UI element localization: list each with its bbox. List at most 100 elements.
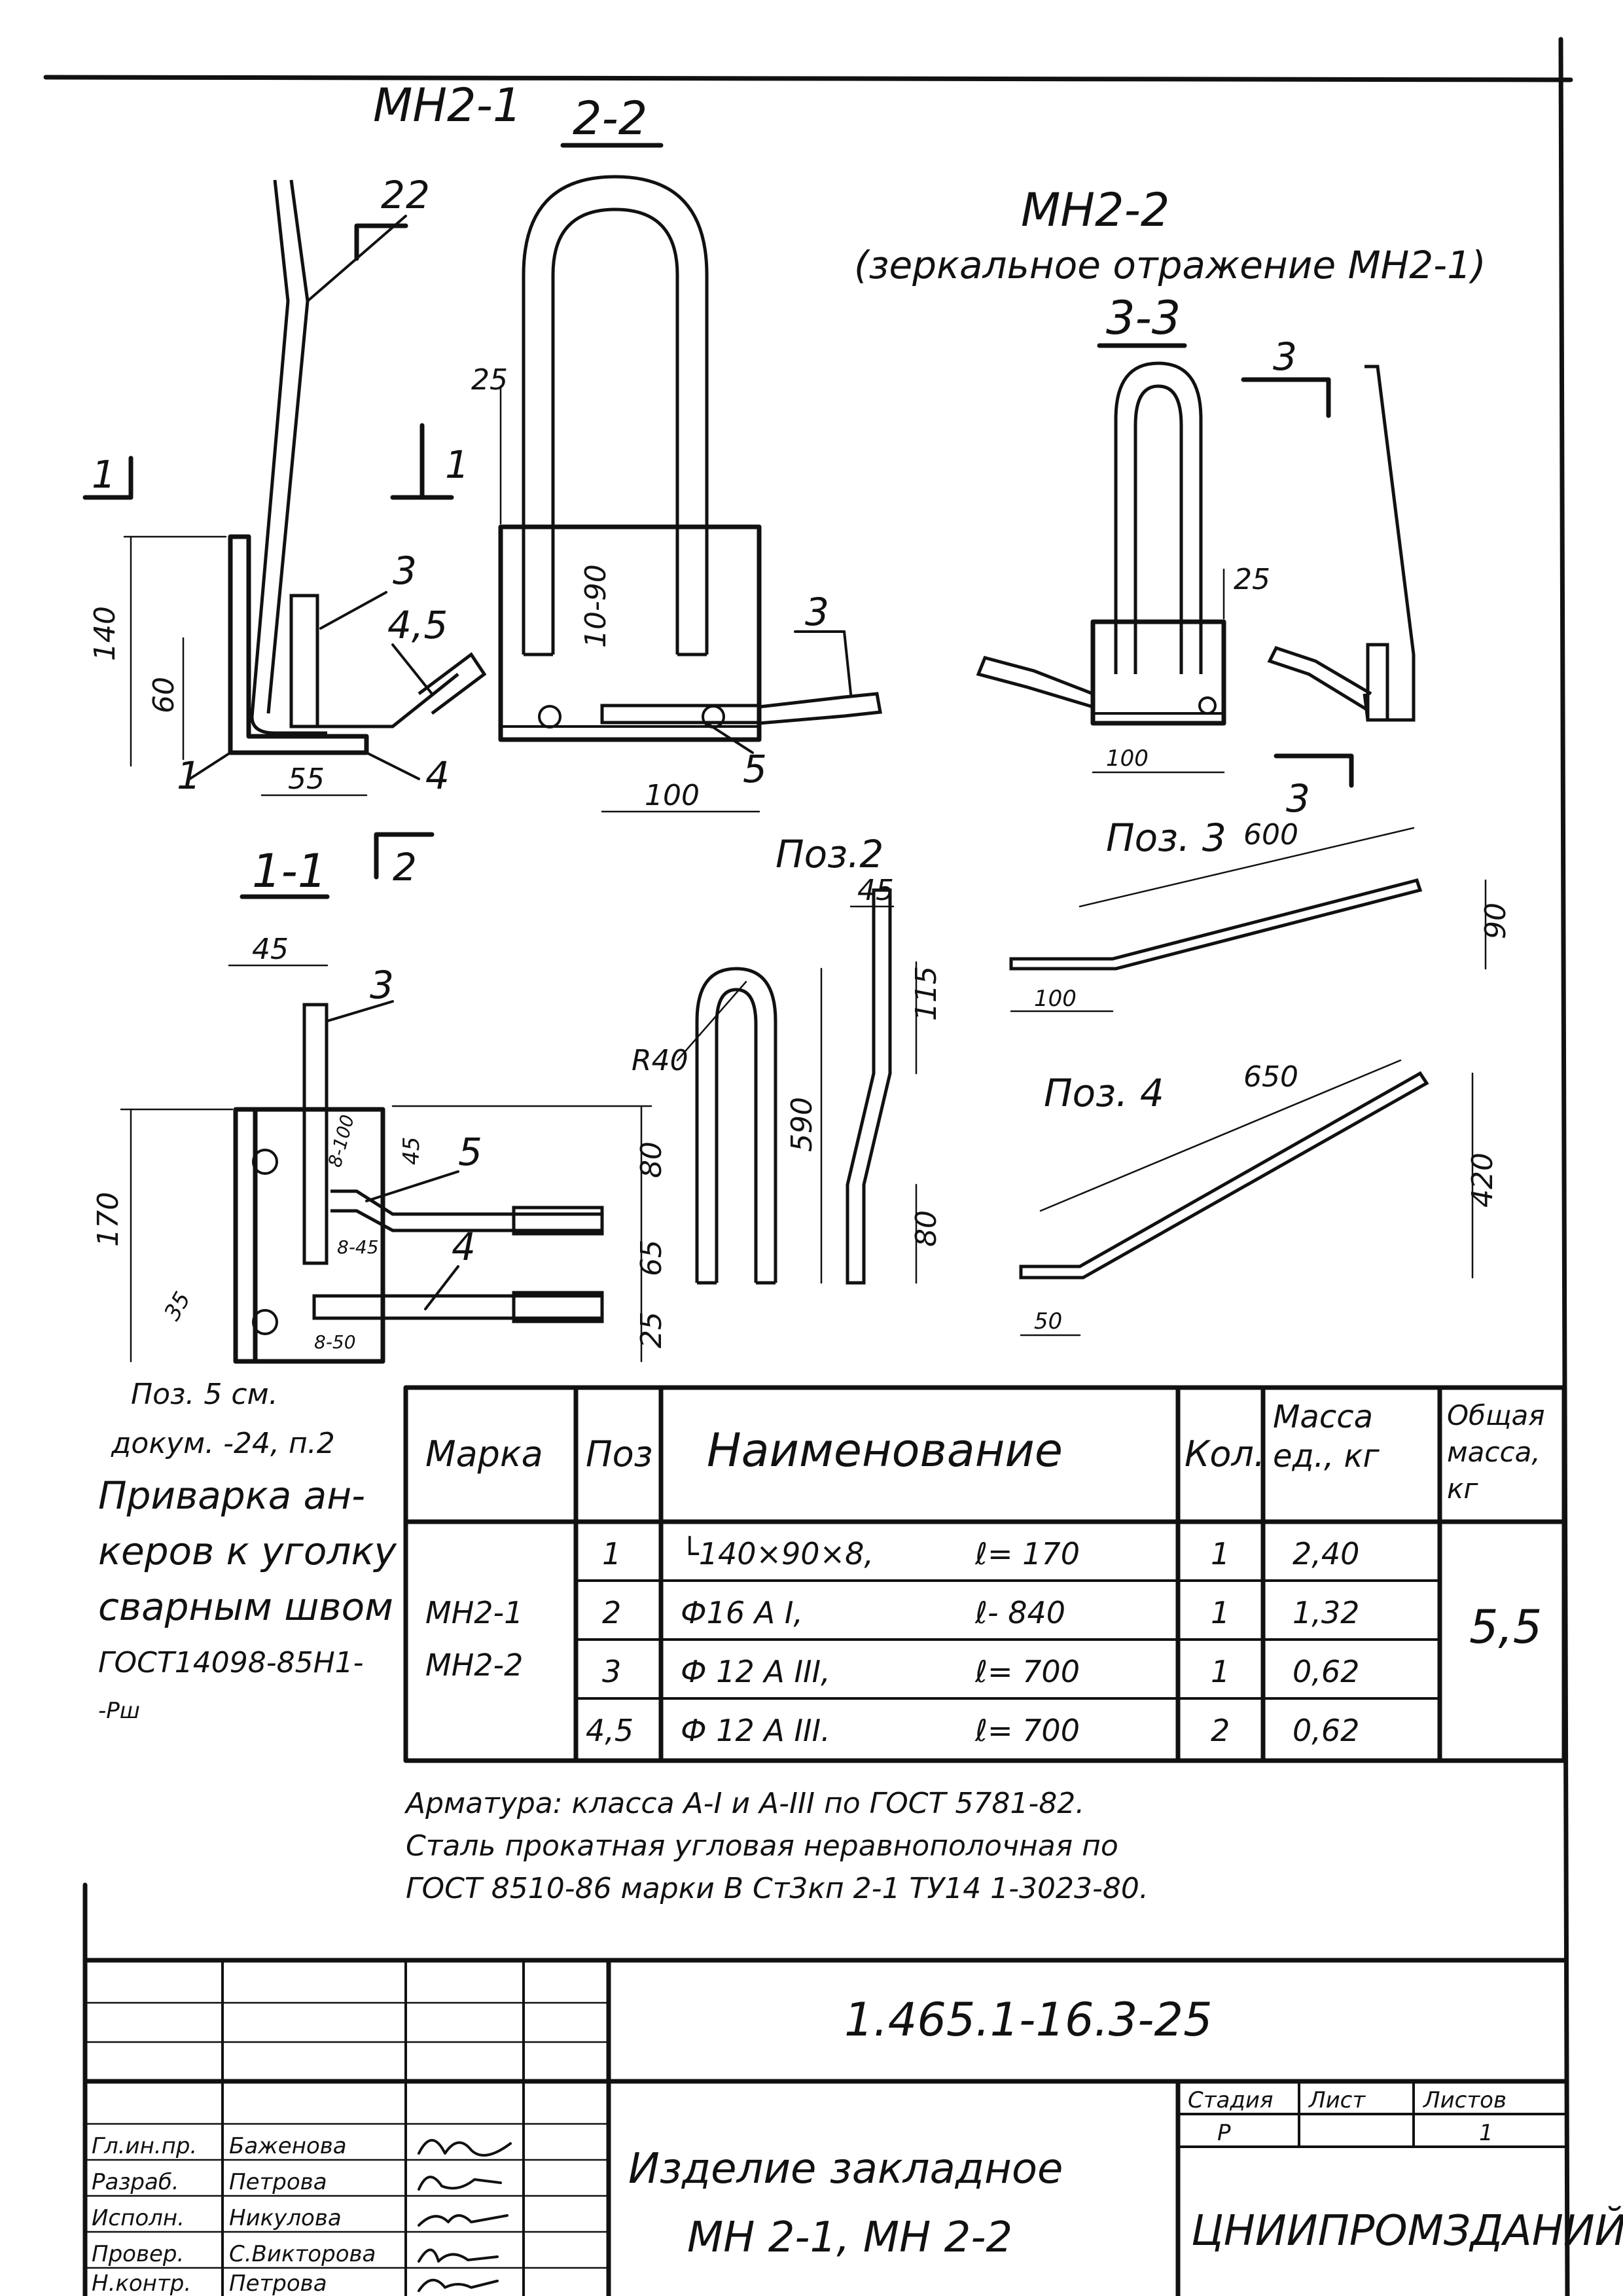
ubar-inner (551, 207, 679, 655)
cut-3-top (1241, 377, 1331, 418)
stage-label: Стадия (1188, 2087, 1273, 2113)
dim-80a: 80 (635, 1141, 668, 1178)
poz4-part (1019, 1071, 1429, 1280)
leader-4 (365, 751, 420, 780)
leader-5-1-1 (365, 1170, 459, 1202)
th-mass-unit-box: Масса ед., кг (1273, 1399, 1380, 1475)
dim-650: 650 (1243, 1060, 1298, 1094)
dim-55: 55 (288, 762, 325, 796)
name-1: Баженова (229, 2133, 347, 2159)
row-4-pos: 4,5 (586, 1713, 633, 1748)
poz2-label: Поз.2 (776, 832, 883, 876)
role-5: Н.контр. (92, 2270, 191, 2296)
drawing-code: 1.465.1-16.3-25 (844, 1993, 1213, 2047)
poz2-outer (695, 967, 777, 1283)
note-line-1: Арматура: класса А-I и А-III по ГОСТ 578… (404, 1787, 1084, 1820)
callout-5-1-1: 5 (458, 1130, 482, 1174)
role-4: Провер. (92, 2241, 184, 2267)
table-row: 3 Ф 12 А III, ℓ= 700 1 0,62 (602, 1654, 1359, 1689)
mn2-2-title: МН2-2 (1021, 183, 1169, 237)
cut-1-left-label: 1 (92, 452, 116, 497)
pos4-end (512, 1291, 604, 1323)
cut-1-left (82, 456, 134, 500)
callout-45: 4,5 (387, 603, 448, 647)
role-1: Гл.ин.пр. (92, 2133, 197, 2159)
title-block (82, 1958, 1567, 2296)
item-name-1: Изделие закладное (628, 2145, 1063, 2193)
side-note-line-4: керов к уголку (98, 1529, 397, 1573)
organization: ЦНИИПРОМЗДАНИЙ (1191, 2206, 1623, 2255)
section-2-2-title: 2-2 (573, 92, 647, 145)
weld-1-1-top (252, 1149, 278, 1175)
dim-35: 35 (159, 1287, 196, 1325)
weld-left (538, 705, 562, 728)
mark-1: МН2-1 (425, 1595, 523, 1630)
row-1-pos: 1 (602, 1536, 621, 1571)
row-2-pos: 2 (602, 1595, 621, 1630)
dim-60: 60 (147, 677, 181, 713)
dim-80b: 80 (910, 1210, 943, 1247)
dim-590: 590 (785, 1097, 819, 1152)
cut-2-bottom (374, 832, 435, 880)
pos4-horizontal (312, 1294, 604, 1320)
side-note-line-3: Приварка ан- (98, 1473, 365, 1518)
leader-3 (319, 591, 387, 630)
row-1-mass: 2,40 (1293, 1536, 1359, 1571)
dim-600-line (1079, 827, 1415, 908)
side-note-line-7: -Рш (98, 1698, 140, 1724)
angle-face (253, 1107, 385, 1364)
section-1-1-view (233, 1003, 604, 1364)
mn2-2-short (1366, 643, 1389, 722)
table-row: 1 └140×90×8, ℓ= 170 1 2,40 (602, 1535, 1359, 1571)
row-3-name: Ф 12 А III, (681, 1654, 830, 1689)
role-3: Исполн. (92, 2205, 185, 2231)
side-note: Поз. 5 см. докум. -24, п.2 Приварка ан- … (98, 1378, 397, 1724)
leader-1 (188, 751, 232, 780)
row-1-len: ℓ= 170 (974, 1536, 1080, 1571)
th-mark: Марка (425, 1433, 543, 1475)
section-3-3-view (976, 361, 1416, 726)
ubar3-inner (1133, 384, 1183, 674)
name-4: С.Викторова (229, 2241, 376, 2267)
leader-5-section (705, 722, 754, 754)
angle3-plate (1090, 619, 1226, 726)
dim-45a: 45 (252, 933, 289, 966)
row-1-qty: 1 (1211, 1536, 1230, 1571)
cut-2-bottom-label: 2 (393, 845, 417, 889)
dim-45c: 45 (857, 874, 894, 907)
dim-100a: 100 (645, 779, 700, 812)
dim-100b: 100 (1106, 745, 1149, 772)
th-qty: Кол. (1185, 1433, 1265, 1475)
th-mass-total: Общая масса, кг (1447, 1399, 1545, 1505)
dim-10-90: 10-90 (579, 564, 613, 648)
th-mass-total-box: Общая масса, кг (1447, 1399, 1545, 1505)
ubar-outer (522, 175, 709, 655)
row-4-mass: 0,62 (1293, 1713, 1359, 1748)
bar-pos3-section (758, 692, 882, 725)
callout-5-section: 5 (743, 747, 767, 791)
leader-3-section-b (843, 630, 852, 695)
name-2: Петрова (229, 2169, 327, 2195)
dim-170: 170 (92, 1192, 125, 1247)
row-3-pos: 3 (602, 1654, 621, 1689)
signature-5 (418, 2278, 499, 2292)
weld3 (1198, 696, 1217, 715)
table-row: 2 Ф16 А I, ℓ- 840 1 1,32 (602, 1595, 1359, 1630)
signature-1 (418, 2139, 512, 2157)
bar-pos2 (250, 179, 327, 735)
mn2-1-title: МН2-1 (373, 79, 522, 132)
side-note-line-5: сварным швом (98, 1585, 393, 1629)
name-5: Петрова (229, 2270, 327, 2296)
poz2-side (846, 888, 892, 1285)
bar-pos4 (308, 673, 459, 728)
poz4-label: Поз. 4 (1044, 1071, 1164, 1115)
bar-pos3 (289, 594, 319, 728)
sheets-value: 1 (1479, 2120, 1493, 2146)
section-1-1-title: 1-1 (252, 844, 327, 898)
note-line-2: Сталь прокатная угловая неравнополочная … (406, 1829, 1118, 1863)
dim-100c: 100 (1034, 986, 1077, 1012)
mn2-2-note: (зеркальное отражение МН2-1) (854, 243, 1486, 287)
leader-3-1-1 (326, 1000, 394, 1022)
dim-50: 50 (1034, 1308, 1062, 1335)
dim-650-line (1039, 1059, 1402, 1212)
